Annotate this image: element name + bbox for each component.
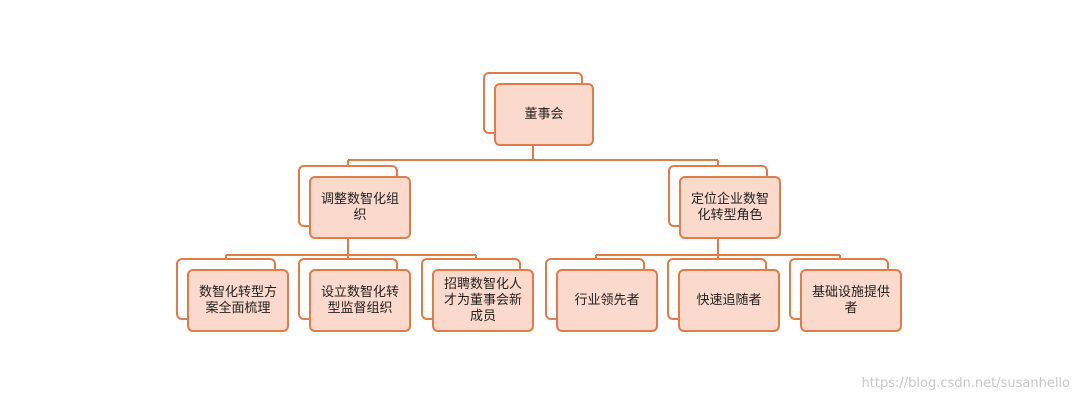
root-node-label: 董事会	[524, 106, 564, 122]
leaf-node-infra-provider: 基础设施提供者	[800, 269, 902, 332]
leaf-node-infra-provider-label: 基础设施提供者	[811, 284, 890, 316]
watermark-text: https://blog.csdn.net/susanhello	[861, 376, 1070, 391]
leaf-node-plan-review-label: 数智化转型方案全面梳理	[198, 284, 277, 316]
branch-node-position-role-label: 定位企业数智化转型角色	[690, 191, 769, 223]
leaf-node-recruit-talent: 招聘数智化人才为董事会新成员	[432, 269, 534, 332]
branch-node-adjust-org: 调整数智化组织	[309, 176, 411, 239]
root-node: 董事会	[494, 83, 594, 146]
branch-node-adjust-org-label: 调整数智化组织	[320, 191, 399, 223]
leaf-node-supervision-org: 设立数智化转型监督组织	[309, 269, 411, 332]
leaf-node-industry-leader: 行业领先者	[556, 269, 658, 332]
branch-node-position-role: 定位企业数智化转型角色	[679, 176, 781, 239]
leaf-node-fast-follower: 快速追随者	[678, 269, 780, 332]
leaf-node-industry-leader-label: 行业领先者	[574, 292, 640, 308]
leaf-node-supervision-org-label: 设立数智化转型监督组织	[320, 284, 399, 316]
leaf-node-plan-review: 数智化转型方案全面梳理	[187, 269, 289, 332]
leaf-node-recruit-talent-label: 招聘数智化人才为董事会新成员	[443, 276, 522, 324]
leaf-node-fast-follower-label: 快速追随者	[696, 292, 762, 308]
